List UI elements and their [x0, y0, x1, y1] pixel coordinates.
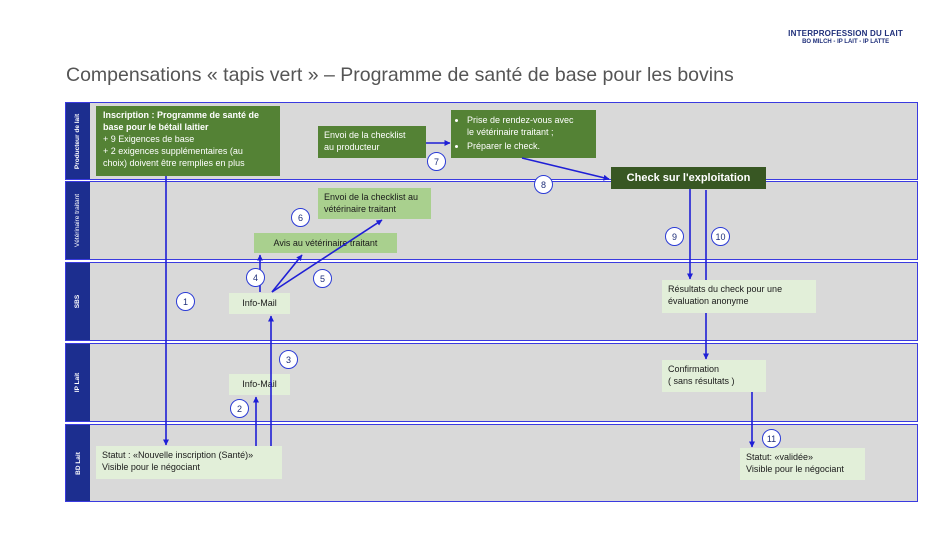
- inscription-line-1: + 9 Exigences de base: [103, 134, 195, 144]
- inscription-heading-1: Inscription : Programme de santé de: [103, 110, 260, 120]
- page-title: Compensations « tapis vert » – Programme…: [66, 64, 734, 86]
- envoi-veterinaire-line-2: vétérinaire traitant: [324, 204, 397, 214]
- info-mail-ip-box: Info-Mail: [229, 374, 290, 395]
- statut-validee-line-2: Visible pour le négociant: [746, 464, 844, 474]
- step-badge-9: 9: [665, 227, 684, 246]
- step-badge-10: 10: [711, 227, 730, 246]
- envoi-checklist-producteur-box: Envoi de la checklist au producteur: [318, 126, 426, 158]
- info-mail-sbs-box: Info-Mail: [229, 293, 290, 314]
- info-mail-ip-label: Info-Mail: [242, 379, 277, 389]
- check-exploitation-box: Check sur l'exploitation: [611, 167, 766, 189]
- lane-veterinaire: Vétérinaire traitant: [65, 181, 918, 260]
- confirmation-line-1: Confirmation: [668, 364, 720, 374]
- avis-veterinaire-box: Avis au vétérinaire traitant: [254, 233, 397, 253]
- inscription-line-2: + 2 exigences supplémentaires (au: [103, 146, 243, 156]
- arrow-step-6: [271, 219, 383, 293]
- rendezvous-box: Prise de rendez-vous avec le vétérinaire …: [451, 110, 596, 158]
- envoi-producteur-line-2: au producteur: [324, 142, 380, 152]
- rendezvous-item-2: Préparer le check.: [467, 140, 592, 152]
- envoi-producteur-line-1: Envoi de la checklist: [324, 130, 406, 140]
- check-exploitation-label: Check sur l'exploitation: [626, 172, 751, 184]
- inscription-heading-2: base pour le bétail laitier: [103, 122, 209, 132]
- confirmation-line-2: ( sans résultats ): [668, 376, 735, 386]
- brand-logo: Interprofession du Lait BO Milch - IP La…: [788, 29, 903, 45]
- step-badge-4: 4: [246, 268, 265, 287]
- step-badge-1: 1: [176, 292, 195, 311]
- rendezvous-list: Prise de rendez-vous avec le vétérinaire …: [455, 114, 592, 152]
- step-badge-2: 2: [230, 399, 249, 418]
- avis-veterinaire-label: Avis au vétérinaire traitant: [273, 238, 378, 248]
- rendezvous-item-1: Prise de rendez-vous avec le vétérinaire …: [467, 114, 592, 138]
- step-badge-7: 7: [427, 152, 446, 171]
- resultats-line-2: évaluation anonyme: [668, 296, 749, 306]
- resultats-line-1: Résultats du check pour une: [668, 284, 783, 294]
- step-badge-11: 11: [762, 429, 781, 448]
- statut-validee-box: Statut: «validée» Visible pour le négoci…: [740, 448, 865, 480]
- inscription-box: Inscription : Programme de santé de base…: [96, 106, 280, 176]
- resultats-box: Résultats du check pour une évaluation a…: [662, 280, 816, 313]
- info-mail-sbs-label: Info-Mail: [242, 298, 277, 308]
- confirmation-box: Confirmation ( sans résultats ): [662, 360, 766, 392]
- statut-validee-line-1: Statut: «validée»: [746, 452, 814, 462]
- envoi-veterinaire-line-1: Envoi de la checklist au: [324, 192, 419, 202]
- brand-line-2: BO Milch - IP Lait - IP Latte: [802, 39, 890, 45]
- step-badge-3: 3: [279, 350, 298, 369]
- rendezvous-item-1a: Prise de rendez-vous avec: [467, 115, 574, 125]
- statut-nouvelle-line-2: Visible pour le négociant: [102, 462, 200, 472]
- step-badge-5: 5: [313, 269, 332, 288]
- step-badge-6: 6: [291, 208, 310, 227]
- lane-ip-lait: IP Lait: [65, 343, 918, 422]
- step-badge-8: 8: [534, 175, 553, 194]
- envoi-checklist-veterinaire-box: Envoi de la checklist au vétérinaire tra…: [318, 188, 431, 219]
- arrow-step-8: [521, 157, 610, 181]
- arrow-step-5: [271, 254, 303, 293]
- brand-line-1: Interprofession du Lait: [788, 29, 903, 38]
- statut-nouvelle-line-1: Statut : «Nouvelle inscription (Santé)»: [102, 450, 254, 460]
- statut-nouvelle-box: Statut : «Nouvelle inscription (Santé)» …: [96, 446, 282, 479]
- rendezvous-item-1b: le vétérinaire traitant ;: [467, 127, 554, 137]
- inscription-line-3: choix) doivent être remplies en plus: [103, 158, 245, 168]
